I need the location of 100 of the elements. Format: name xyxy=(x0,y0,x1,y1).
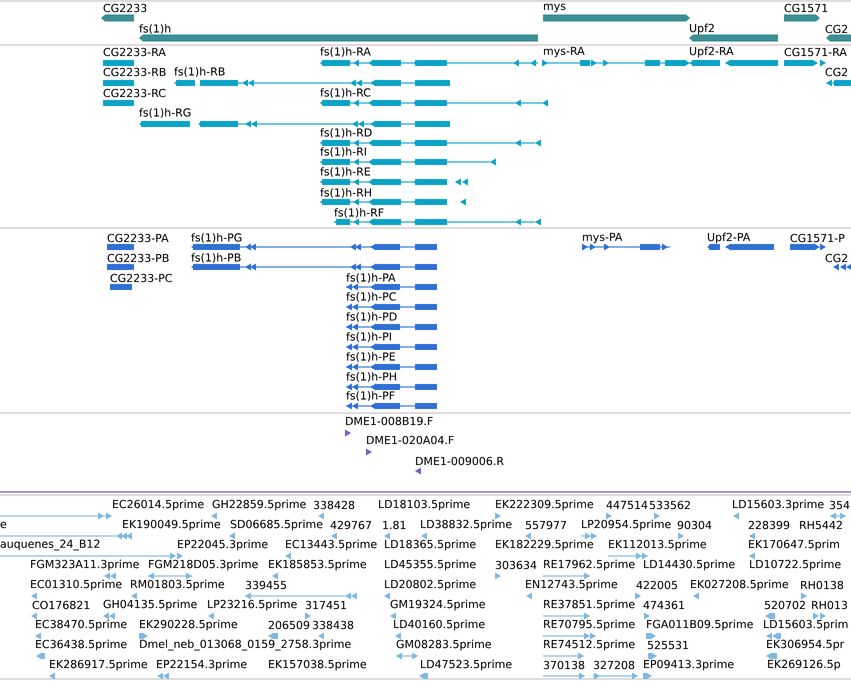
feature-label: CG2 xyxy=(826,24,848,34)
feature-label: LD38832.5prime xyxy=(421,520,512,530)
feature-label: mys xyxy=(544,4,566,12)
feature-label: CG2233 xyxy=(104,4,146,12)
feature-label: fs(1)h-PA xyxy=(346,273,396,283)
feature-label: LP23216.5prime xyxy=(208,600,297,610)
feature-label: CO176821 xyxy=(32,600,90,610)
feature-label: GM19324.5prime xyxy=(390,600,485,610)
feature-label: fs(1)h-PB xyxy=(191,253,241,263)
feature-label: fs(1)h-RG xyxy=(139,108,190,118)
feature-label: LD47523.5prime xyxy=(421,660,512,670)
feature-label: EK027208.5prime xyxy=(691,580,788,590)
feature-label: CG2233-PA xyxy=(108,234,169,242)
feature-label: CG1571-RA xyxy=(784,48,847,56)
feature-label: 339455 xyxy=(246,580,286,590)
feature-label: CG2 xyxy=(826,254,848,262)
feature-label: 228399 xyxy=(748,520,790,530)
feature-label: DME1-020A04.F xyxy=(367,436,454,444)
feature-label: auquenes_24_B12 xyxy=(0,540,100,550)
feature-label: EC36438.5prime xyxy=(36,640,127,650)
feature-label: CG2233-RB xyxy=(104,68,166,76)
feature-label: LD10722.5prime xyxy=(750,560,841,570)
feature-label: FGA011B09.5prime xyxy=(647,620,753,630)
feature-label: 338428 xyxy=(314,500,354,510)
feature-label: 447514 xyxy=(606,500,648,510)
feature-label: CG1571-P xyxy=(790,234,844,242)
feature-label: LD15603.5prim xyxy=(764,620,848,630)
feature-label: 525531 xyxy=(648,640,688,650)
feature-label: 557977 xyxy=(526,520,566,530)
feature-label: fs(1)h-PG xyxy=(191,233,242,243)
feature-label: Upf2-PA xyxy=(708,232,750,244)
feature-label: SD06685.5prime xyxy=(230,520,322,530)
feature-label: 354 xyxy=(830,500,850,510)
feature-label: fs(1)h-PI xyxy=(346,332,391,342)
feature-label: EP09413.3prime xyxy=(644,660,734,670)
feature-label: 422005 xyxy=(636,580,678,590)
feature-label: fs(1)h-PF xyxy=(346,391,394,401)
feature-label: CG2 xyxy=(826,68,848,76)
feature-label: 474361 xyxy=(644,600,684,610)
feature-label: fs(1)h-RH xyxy=(320,188,371,198)
feature-label: RE74512.5prime xyxy=(544,640,635,650)
feature-label: RM01803.5prime xyxy=(131,580,224,590)
feature-label: EC26014.5prime xyxy=(113,500,204,510)
feature-label: CG2233-PB xyxy=(108,254,169,262)
feature-label: FGM323A11.3prime xyxy=(31,560,139,570)
feature-label: 370138 xyxy=(544,660,584,670)
feature-label: mys-RA xyxy=(544,46,585,58)
feature-label: EK306954.5pr xyxy=(767,640,844,650)
feature-label: fs(1)h-RC xyxy=(320,88,370,98)
feature-label: EK290228.5prime xyxy=(140,620,238,630)
feature-label: CG2233-RA xyxy=(104,48,166,56)
feature-label: GM08283.5prime xyxy=(396,640,491,650)
feature-label: EK286917.5prime xyxy=(50,660,148,670)
feature-label: LD18365.5prime xyxy=(385,540,476,550)
feature-label: fs(1)h xyxy=(139,24,170,34)
feature-label: 90304 xyxy=(678,520,712,530)
feature-label: 303634 xyxy=(496,560,536,570)
feature-label: 206509 xyxy=(268,620,310,630)
feature-label: EP22154.3prime xyxy=(157,660,247,670)
feature-label: EK170647.5prim xyxy=(749,540,839,550)
feature-label: RE17962.5prime xyxy=(544,560,635,570)
feature-label: LP20954.5prime xyxy=(582,520,671,530)
feature-label: FGM218D05.3prime xyxy=(149,560,258,570)
feature-label: EK222309.5prime xyxy=(496,500,594,510)
feature-label: fs(1)h-PE xyxy=(346,352,395,362)
feature-label: e xyxy=(0,522,6,528)
feature-label: Upf2 xyxy=(690,24,714,34)
feature-label: 520702 xyxy=(764,600,805,610)
feature-label: 1.81 xyxy=(383,520,406,530)
feature-label: fs(1)h-RB xyxy=(174,67,225,77)
feature-label: Dmel_neb_013068_0159_2758.3prime xyxy=(140,640,351,650)
feature-label: RE37851.5prime xyxy=(544,600,635,610)
feature-label: RH0138 xyxy=(801,580,844,590)
feature-label: LD14430.5prime xyxy=(644,560,735,570)
feature-label: LD20802.5prime xyxy=(385,580,476,590)
feature-label: EK269126.5p xyxy=(768,660,840,670)
feature-label: EN12743.5prime xyxy=(526,580,618,590)
feature-label: EK185853.5prime xyxy=(269,560,366,570)
feature-label: fs(1)h-PH xyxy=(346,372,396,382)
feature-label: EK190049.5prime xyxy=(123,520,220,530)
feature-label: CG2233-RC xyxy=(104,88,166,98)
feature-label: GH04135.5prime xyxy=(104,600,197,610)
feature-label: EC01310.5prime xyxy=(31,580,122,590)
feature-label: 327208 xyxy=(594,660,634,670)
feature-label: EK182229.5prime xyxy=(496,540,594,550)
feature-label: RH5442 xyxy=(800,520,842,530)
feature-label: fs(1)h-RA xyxy=(320,47,371,57)
feature-label: 317451 xyxy=(306,600,346,610)
feature-label: LD15603.3prime xyxy=(733,500,824,510)
feature-label: RE70795.5prime xyxy=(544,620,635,630)
feature-label: DME1-009006.R xyxy=(416,456,504,466)
feature-label: 338438 xyxy=(312,620,354,630)
feature-label: RH013 xyxy=(812,600,848,610)
feature-label: DME1-008B19.F xyxy=(346,416,433,426)
feature-label: 429767 xyxy=(330,520,372,530)
feature-label: EK112013.5prime xyxy=(609,540,706,550)
feature-label: fs(1)h-RF xyxy=(334,208,384,218)
feature-label: LD40160.5prime xyxy=(394,620,485,630)
feature-label: EK157038.5prime xyxy=(269,660,366,670)
feature-label: fs(1)h-RE xyxy=(320,167,370,177)
